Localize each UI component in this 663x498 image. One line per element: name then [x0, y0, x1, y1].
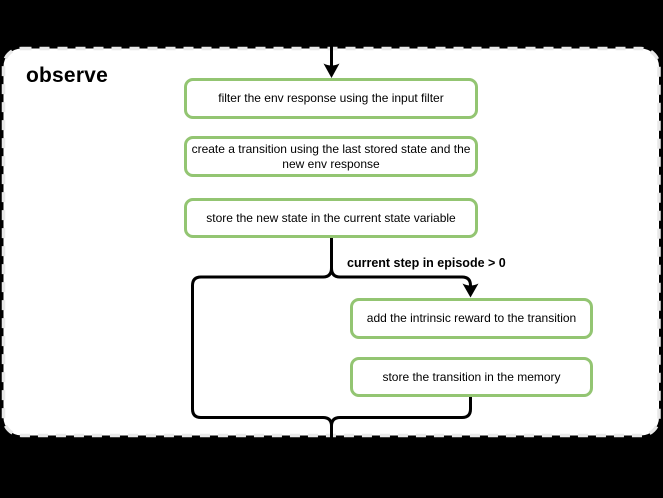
- condition-label: current step in episode > 0: [347, 256, 506, 270]
- node-create-transition: create a transition using the last store…: [184, 136, 478, 177]
- page-title: observe: [26, 64, 108, 87]
- edge-merge-branch: [330, 397, 472, 427]
- node-add-intrinsic-reward: add the intrinsic reward to the transiti…: [350, 298, 593, 339]
- edge-bypass-branch: [191, 267, 333, 498]
- node-store-transition: store the transition in the memory: [350, 357, 593, 397]
- edge-condition-branch: [330, 267, 472, 287]
- arrowhead-down-icon: [323, 63, 340, 78]
- node-filter-env-response: filter the env response using the input …: [184, 78, 478, 119]
- node-store-new-state: store the new state in the current state…: [184, 198, 478, 238]
- arrowhead-down-icon: [462, 283, 479, 298]
